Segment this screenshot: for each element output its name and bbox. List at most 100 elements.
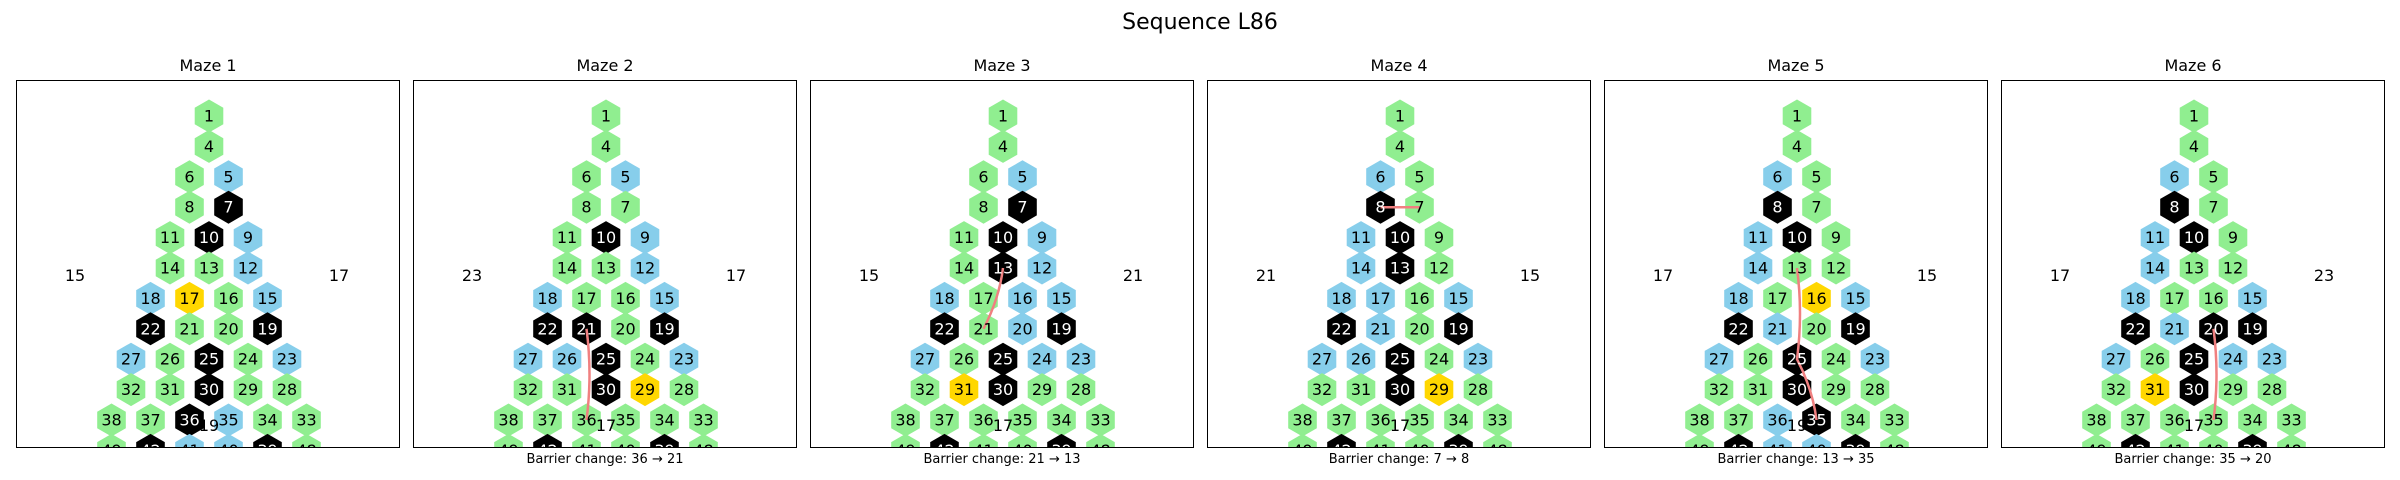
cell-label-18: 18 xyxy=(140,289,160,308)
cell-12 xyxy=(630,251,660,285)
cell-label-4: 4 xyxy=(1395,137,1405,156)
cell-14 xyxy=(1743,251,1773,285)
cell-36 xyxy=(969,403,998,437)
cell-label-4: 4 xyxy=(204,137,214,156)
cell-15 xyxy=(253,281,282,315)
cell-label-18: 18 xyxy=(2125,289,2145,308)
cell-39 xyxy=(1047,433,1076,447)
cell-13 xyxy=(2179,251,2209,285)
cell-7 xyxy=(1008,190,1037,224)
cell-label-49: 49 xyxy=(895,441,915,448)
cell-37 xyxy=(1327,403,1356,437)
cell-23 xyxy=(669,342,699,376)
maze-1-title: Maze 1 xyxy=(179,56,237,75)
cell-21 xyxy=(1366,312,1395,346)
cell-8 xyxy=(969,190,998,224)
cell-22 xyxy=(533,312,562,346)
cell-label-22: 22 xyxy=(537,319,557,338)
cell-40 xyxy=(1405,433,1434,447)
cell-26 xyxy=(2140,342,2170,376)
cell-37 xyxy=(533,403,562,437)
cell-label-4: 4 xyxy=(601,137,611,156)
cell-label-15: 15 xyxy=(2242,289,2262,308)
cell-label-14: 14 xyxy=(557,259,577,278)
cell-6 xyxy=(1763,160,1792,194)
cell-label-10: 10 xyxy=(1390,228,1410,247)
cell-5 xyxy=(611,160,640,194)
maze-2-caption: Barrier change: 36 → 21 xyxy=(526,452,684,467)
right-value: 15 xyxy=(1520,266,1540,285)
cell-4 xyxy=(988,129,1018,163)
cell-label-12: 12 xyxy=(635,259,655,278)
cell-16 xyxy=(214,281,243,315)
cell-label-4: 4 xyxy=(2189,137,2199,156)
cell-29 xyxy=(2218,373,2248,407)
cell-label-34: 34 xyxy=(2242,411,2262,430)
cell-label-22: 22 xyxy=(934,319,954,338)
cell-label-30: 30 xyxy=(596,380,616,399)
cell-13 xyxy=(1385,251,1415,285)
cell-label-17: 17 xyxy=(973,289,993,308)
cell-label-14: 14 xyxy=(954,259,974,278)
cell-label-36: 36 xyxy=(2164,411,2184,430)
cell-label-11: 11 xyxy=(1351,228,1371,247)
cell-label-41: 41 xyxy=(1370,441,1390,448)
cell-42 xyxy=(136,433,165,447)
cell-label-13: 13 xyxy=(596,259,616,278)
cell-label-33: 33 xyxy=(1090,411,1110,430)
cell-23 xyxy=(2257,342,2287,376)
cell-label-27: 27 xyxy=(1312,350,1332,369)
cell-label-49: 49 xyxy=(2086,441,2106,448)
route-path xyxy=(2212,328,2218,421)
cell-label-21: 21 xyxy=(2164,319,2184,338)
maze-6-board: 1234567891011121314151617181920212223242… xyxy=(2050,99,2334,448)
cell-12 xyxy=(1424,251,1454,285)
cell-label-36: 36 xyxy=(973,411,993,430)
cell-label-8: 8 xyxy=(184,198,194,217)
cell-25 xyxy=(988,342,1018,376)
maze-2-board: 1234567891011121314151617181920212223242… xyxy=(462,99,746,447)
cell-10 xyxy=(1782,221,1812,255)
cell-label-17: 17 xyxy=(576,289,596,308)
cell-label-28: 28 xyxy=(277,380,297,399)
cell-label-34: 34 xyxy=(1448,411,1468,430)
cell-28 xyxy=(2257,373,2287,407)
cell-label-9: 9 xyxy=(243,228,253,247)
cell-label-33: 33 xyxy=(296,411,316,430)
cell-label-41: 41 xyxy=(2164,441,2184,448)
cell-label-39: 39 xyxy=(1448,441,1468,448)
cell-label-25: 25 xyxy=(199,350,219,369)
cell-48 xyxy=(1086,433,1115,447)
cell-24 xyxy=(1027,342,1057,376)
cell-label-19: 19 xyxy=(1448,319,1468,338)
cell-label-16: 16 xyxy=(2203,289,2223,308)
cell-label-32: 32 xyxy=(518,380,538,399)
cell-23 xyxy=(272,342,302,376)
cell-label-10: 10 xyxy=(596,228,616,247)
cell-15 xyxy=(2238,281,2267,315)
cell-31 xyxy=(2140,373,2170,407)
cell-5 xyxy=(1008,160,1037,194)
cell-label-22: 22 xyxy=(1728,319,1748,338)
cell-11 xyxy=(552,221,582,255)
cell-27 xyxy=(513,342,543,376)
cell-28 xyxy=(1463,373,1493,407)
cell-31 xyxy=(155,373,185,407)
cell-label-7: 7 xyxy=(2208,198,2218,217)
cell-label-48: 48 xyxy=(1487,441,1507,448)
cell-32 xyxy=(116,373,146,407)
bottom-value: 19 xyxy=(199,416,219,435)
cell-label-31: 31 xyxy=(1351,380,1371,399)
cell-label-16: 16 xyxy=(615,289,635,308)
cell-label-29: 29 xyxy=(2223,380,2243,399)
cell-39 xyxy=(253,433,282,447)
maze-6-title: Maze 6 xyxy=(2164,56,2222,75)
cell-42 xyxy=(533,433,562,447)
cell-1 xyxy=(2179,99,2209,133)
cell-label-18: 18 xyxy=(1331,289,1351,308)
cell-label-7: 7 xyxy=(1811,198,1821,217)
cell-label-21: 21 xyxy=(1767,319,1787,338)
cell-label-33: 33 xyxy=(2281,411,2301,430)
cell-label-11: 11 xyxy=(1748,228,1768,247)
cell-21 xyxy=(2160,312,2189,346)
